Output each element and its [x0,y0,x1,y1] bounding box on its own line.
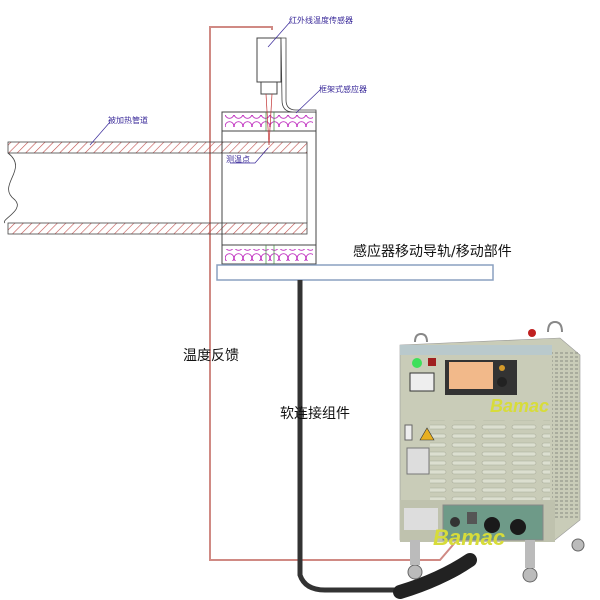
bamac-watermark: Bamac [490,396,550,416]
frame-inductor [221,111,317,266]
inductor-rail [216,264,494,281]
measure-point-label: 测温点 [226,155,250,164]
rail-label: 感应器移动导轨/移动部件 [353,244,512,260]
heated-pipe-label: 被加热管道 [108,116,148,125]
heated-pipe [4,141,308,235]
ir-temperature-sensor [256,37,317,146]
temperature-feedback-label: 温度反馈 [183,348,239,364]
frame-inductor-label: 框架式感应器 [319,85,367,94]
soft-connection-label: 软连接组件 [280,406,350,422]
ir-sensor-label: 红外线温度传感器 [289,16,353,25]
induction-heating-machine [399,320,585,583]
temperature-feedback-wire [209,26,471,561]
bamac-watermark: Bamac [433,525,506,550]
